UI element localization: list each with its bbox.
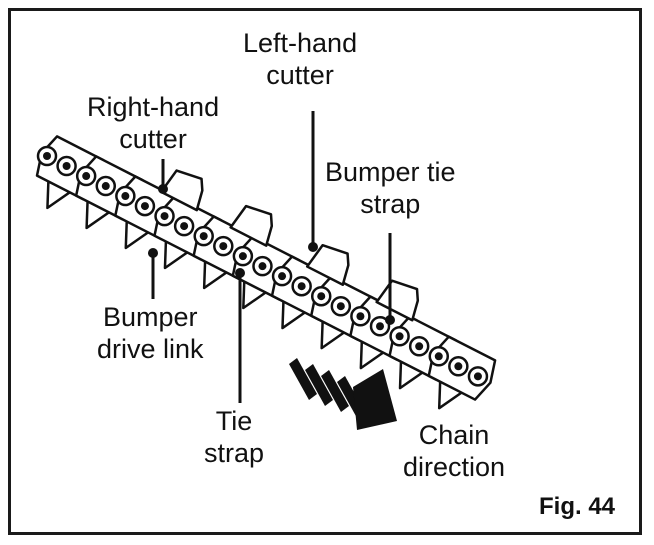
dot-tie-strap bbox=[235, 268, 245, 278]
rivet-center bbox=[43, 152, 51, 160]
rivet-center bbox=[356, 312, 365, 321]
label-bumper-tie-strap: Bumper tie strap bbox=[325, 156, 456, 220]
left-hand-cutter bbox=[229, 204, 274, 247]
rivet-center bbox=[219, 242, 228, 251]
label-line: cutter bbox=[266, 60, 334, 90]
label-tie-strap: Tie strap bbox=[204, 405, 264, 469]
label-line: Bumper tie bbox=[325, 157, 456, 187]
dot-bumper-tie-strap bbox=[385, 315, 395, 325]
saw-chain bbox=[35, 135, 497, 410]
label-line: strap bbox=[360, 189, 421, 219]
arrow-stripe-2 bbox=[305, 364, 333, 406]
label-left-hand-cutter: Left-hand cutter bbox=[243, 27, 357, 91]
rivet-center bbox=[101, 182, 110, 191]
rivet-center bbox=[454, 362, 463, 371]
rivet-center bbox=[473, 372, 482, 381]
arrow-stripe-3 bbox=[321, 370, 349, 412]
rivet-center bbox=[199, 232, 208, 241]
rivet-center bbox=[317, 292, 326, 301]
arrow-head bbox=[353, 369, 397, 430]
dot-left-hand-cutter bbox=[308, 242, 318, 252]
rivet-center bbox=[395, 332, 404, 341]
rivet-center bbox=[376, 322, 385, 331]
label-right-hand-cutter: Right-hand cutter bbox=[87, 91, 219, 155]
right-hand-cutter bbox=[305, 243, 350, 287]
rivet-center bbox=[82, 172, 91, 181]
label-line: Left-hand bbox=[243, 28, 358, 58]
right-hand-cutter bbox=[159, 169, 204, 212]
rivet-center bbox=[121, 192, 130, 201]
arrow-stripe-1 bbox=[289, 358, 317, 400]
label-bumper-drive-link: Bumper drive link bbox=[97, 301, 204, 365]
label-line: drive link bbox=[97, 334, 204, 364]
label-line: Bumper bbox=[103, 302, 198, 332]
rivet-center bbox=[258, 262, 267, 271]
rivet-center bbox=[140, 202, 149, 211]
dot-right-hand-cutter bbox=[158, 184, 168, 194]
figure-number: Fig. 44 bbox=[539, 493, 616, 520]
rivet-center bbox=[238, 252, 247, 261]
rivet-center bbox=[434, 352, 443, 361]
label-line: Chain bbox=[418, 420, 490, 450]
label-chain-direction: Chain direction bbox=[403, 419, 505, 483]
rivet-center bbox=[415, 342, 424, 351]
rivet-center bbox=[278, 272, 287, 281]
rivet-center bbox=[62, 162, 71, 171]
leader-lines bbox=[148, 111, 395, 403]
chain-direction-arrow bbox=[289, 358, 397, 430]
saw-chain-illustration bbox=[35, 111, 497, 430]
rivet-center bbox=[180, 222, 189, 231]
label-line: Tie bbox=[215, 406, 253, 436]
label-line: strap bbox=[204, 438, 265, 468]
label-line: Right-hand bbox=[87, 92, 220, 122]
label-line: cutter bbox=[119, 124, 187, 154]
rivet-center bbox=[336, 302, 345, 311]
label-line: direction bbox=[403, 452, 506, 482]
rivet-center bbox=[297, 282, 306, 291]
diagram-frame: Left-hand cutter Right-hand cutter Bumpe… bbox=[8, 8, 642, 535]
dot-bumper-drive-link bbox=[148, 248, 158, 258]
rivet-center bbox=[160, 212, 169, 221]
